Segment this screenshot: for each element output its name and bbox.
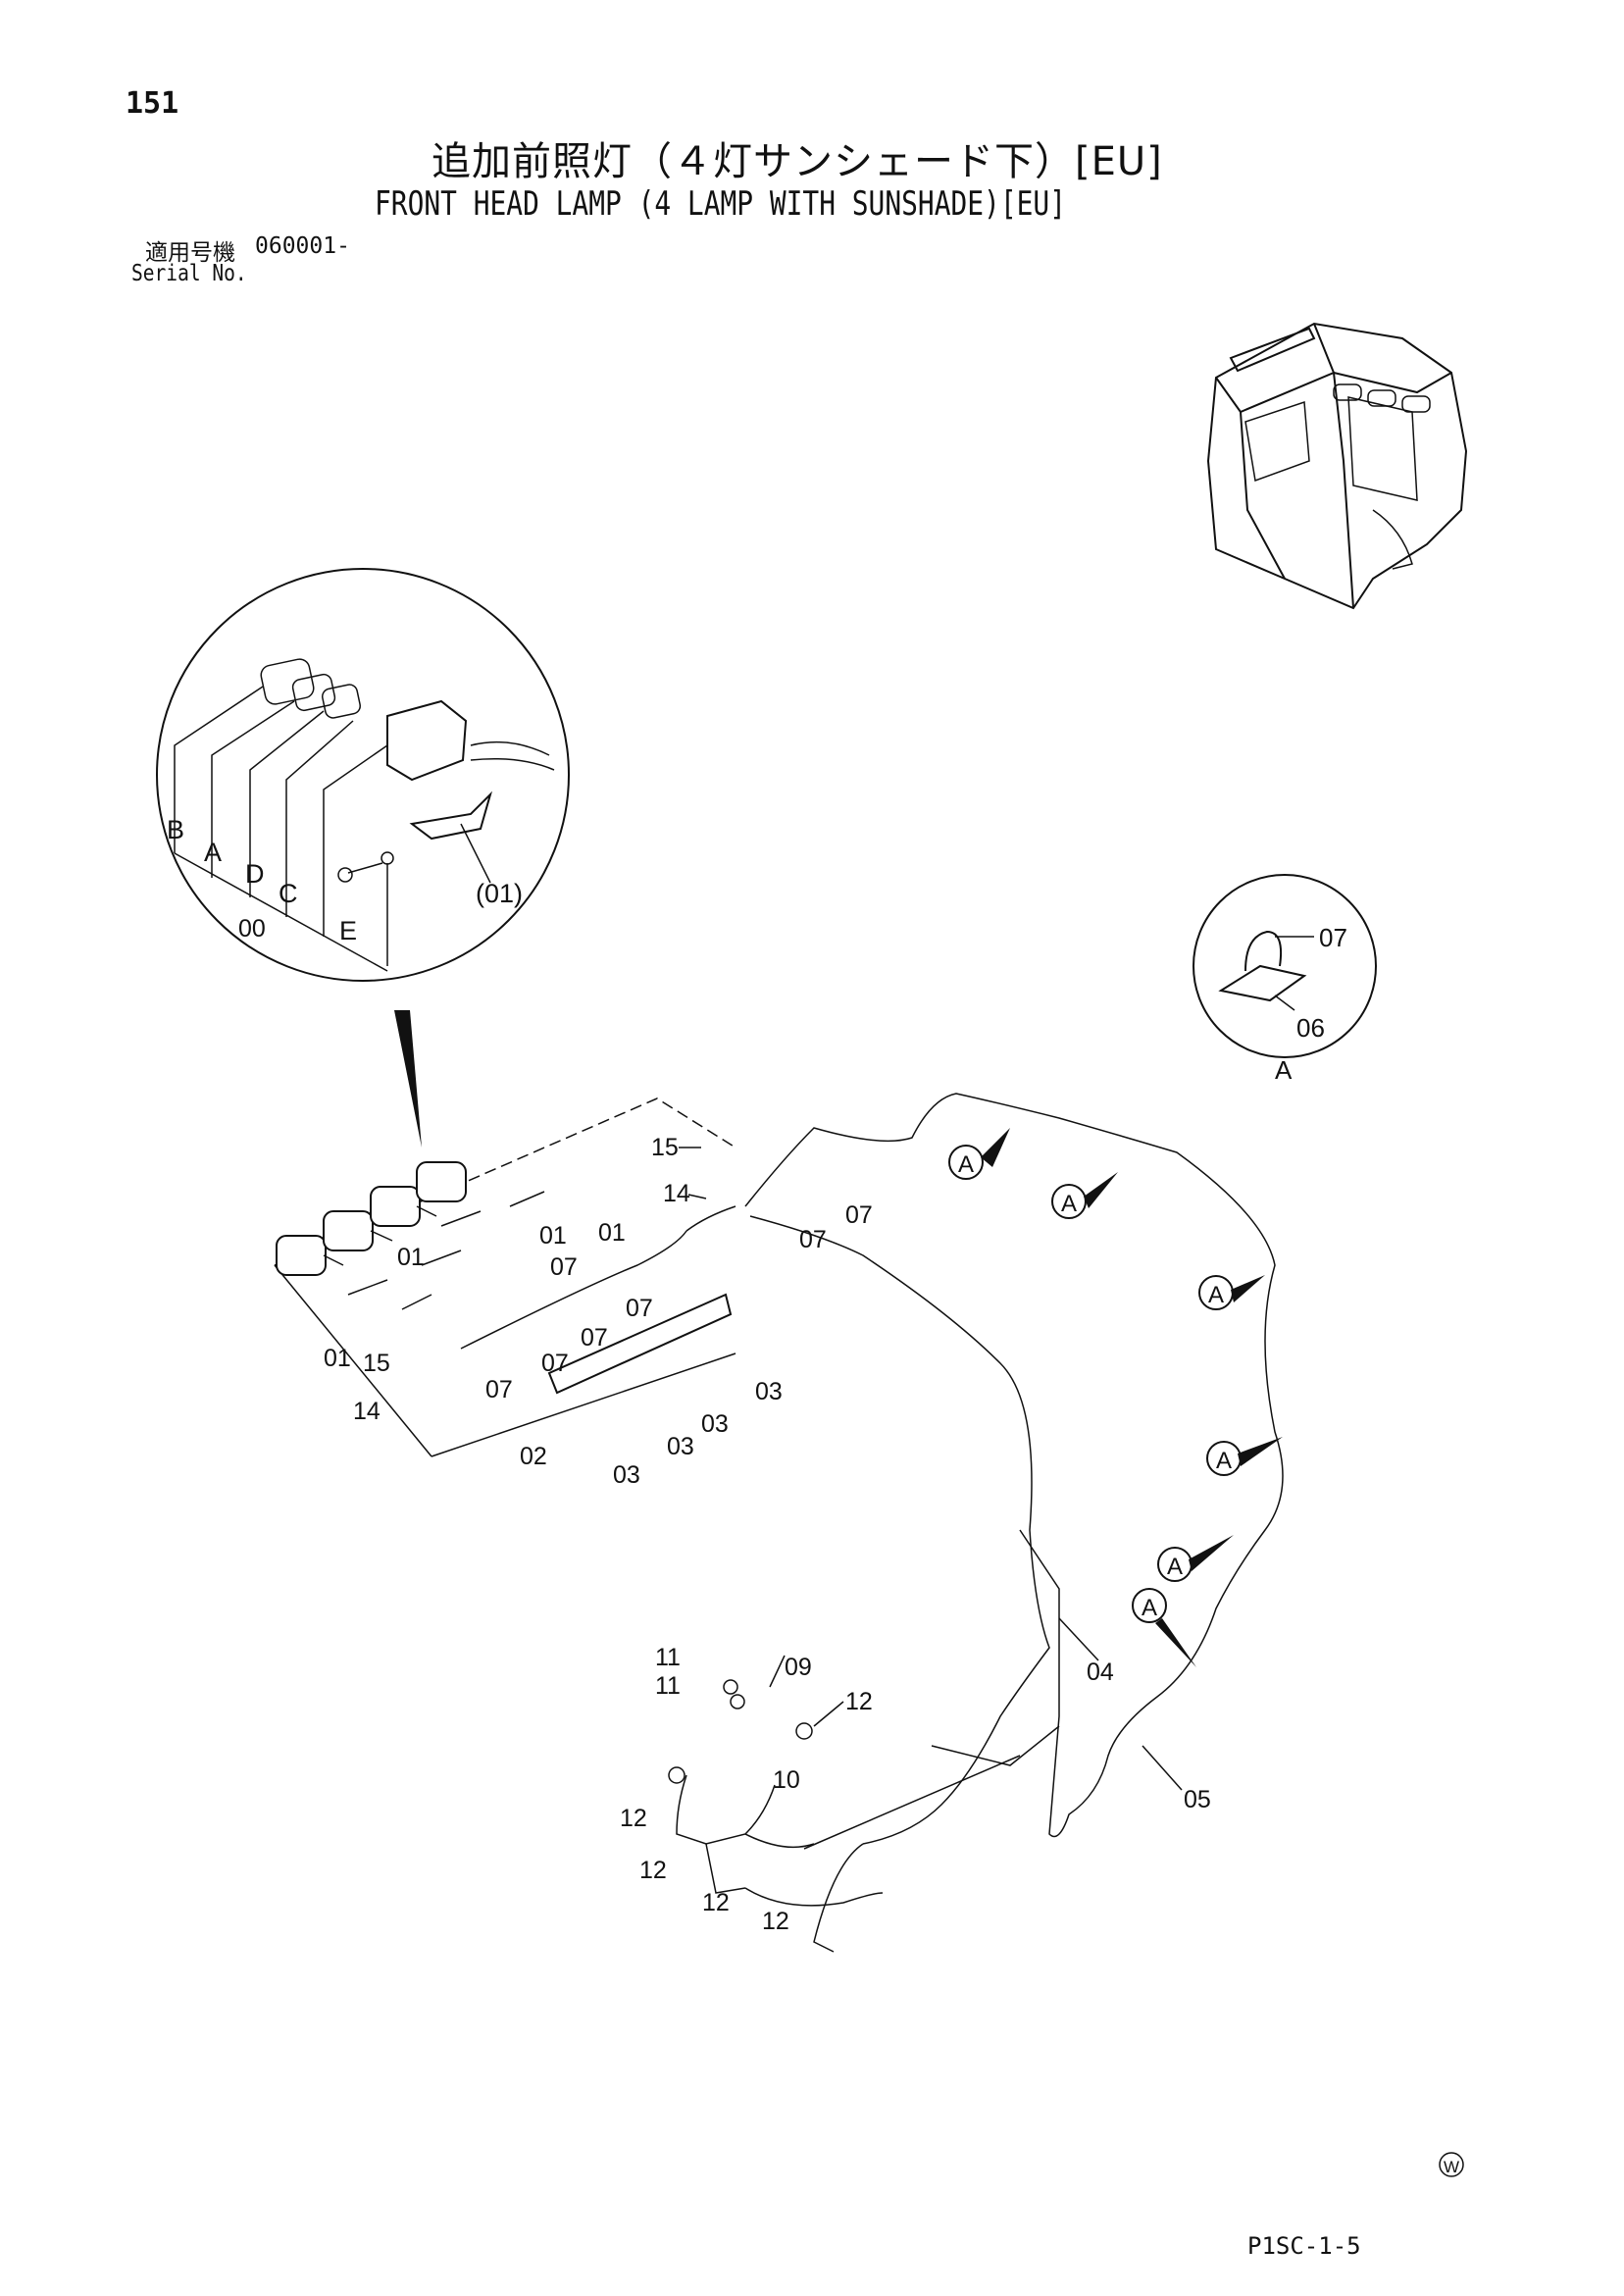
callout-07-e: 07 (485, 1376, 513, 1403)
callout-01-b: 01 (598, 1219, 626, 1247)
sub-harness (668, 1679, 1021, 1907)
detail-pointer (394, 1010, 422, 1148)
detail-label-e: E (339, 916, 357, 945)
cab-illustration (1206, 322, 1468, 610)
serial-label-japanese: 適用号機 (145, 240, 235, 266)
title-japanese: 追加前照灯（４灯サンシェード下）[EU] (431, 139, 1163, 184)
callout-05: 05 (1184, 1786, 1211, 1813)
detail-label-a: A (204, 838, 222, 867)
lamp-detail-view: B A D C 00 E (01) (156, 568, 570, 982)
footer-mark-text: W (1444, 2158, 1459, 2176)
callout-07-d: 07 (541, 1350, 569, 1377)
callout-11-b: 11 (655, 1672, 681, 1700)
callout-12-d: 12 (702, 1889, 730, 1916)
detail-label-d: D (245, 859, 265, 889)
part-callouts: 15 14 01 01 01 01 07 07 07 07 07 07 07 1… (324, 1134, 1211, 1935)
callout-04: 04 (1087, 1658, 1114, 1686)
callout-07-c: 07 (581, 1324, 608, 1352)
detail-label-01: (01) (476, 879, 523, 908)
callout-07-f: 07 (845, 1201, 873, 1229)
callout-07-g: 07 (799, 1226, 827, 1253)
footer-code: P1SC-1-5 (1247, 2232, 1361, 2260)
callout-01-a: 01 (539, 1222, 567, 1250)
callout-12-b: 12 (620, 1805, 647, 1832)
callout-01-c: 01 (397, 1244, 425, 1271)
callout-01-d: 01 (324, 1345, 351, 1372)
detail-a-label-a: A (1275, 1055, 1293, 1085)
ref-a-4: A (1216, 1448, 1232, 1474)
detail-a-label-07: 07 (1319, 923, 1347, 952)
ref-a-6: A (1142, 1595, 1157, 1621)
callout-15-bottom: 15 (363, 1350, 390, 1377)
serial-label-english: Serial No. (131, 261, 247, 286)
callout-15-top: 15 (651, 1134, 679, 1161)
reference-a-markers: A A A A A A (948, 1128, 1283, 1667)
serial-value: 060001- (255, 233, 350, 259)
callout-03-c: 03 (667, 1433, 694, 1460)
title-english: FRONT HEAD LAMP (4 LAMP WITH SUNSHADE)[E… (375, 184, 1066, 224)
detail-a-label-06: 06 (1296, 1013, 1325, 1043)
callout-14-bottom: 14 (353, 1398, 381, 1425)
callout-03-d: 03 (613, 1461, 640, 1489)
ref-a-1: A (958, 1151, 974, 1178)
detail-label-00: 00 (238, 915, 266, 943)
callout-10: 10 (773, 1766, 800, 1794)
callout-07-a: 07 (550, 1253, 578, 1281)
detail-a-view: 07 06 A (1193, 874, 1377, 1085)
callout-03-b: 03 (701, 1410, 729, 1438)
footer-w-mark: W (1439, 2152, 1464, 2177)
callout-12-c: 12 (639, 1857, 667, 1884)
detail-label-b: B (167, 815, 184, 844)
callout-02: 02 (520, 1443, 547, 1470)
callout-11-a: 11 (655, 1644, 681, 1671)
callout-03-a: 03 (755, 1378, 783, 1405)
callout-12-e: 12 (762, 1908, 789, 1935)
wiring-harness (744, 1093, 1284, 1953)
callout-14-top: 14 (663, 1180, 690, 1207)
callout-07-b: 07 (626, 1295, 653, 1322)
detail-label-c: C (279, 879, 298, 908)
lamp-bracket-assembly (274, 1097, 736, 1457)
page-number: 151 (126, 86, 179, 121)
ref-a-3: A (1208, 1282, 1224, 1308)
callout-09: 09 (785, 1654, 812, 1681)
callout-12-a: 12 (845, 1688, 873, 1715)
ref-a-2: A (1061, 1191, 1077, 1217)
ref-a-5: A (1167, 1554, 1183, 1580)
